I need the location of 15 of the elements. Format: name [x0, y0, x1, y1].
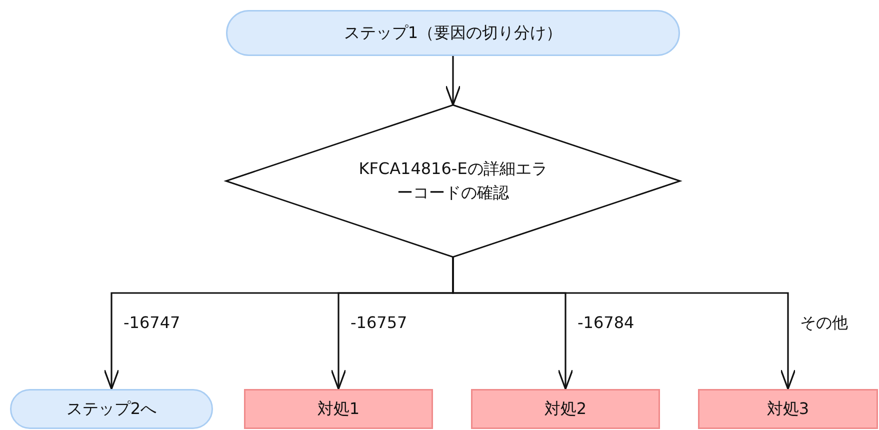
action-box [471, 389, 660, 429]
action-box [244, 389, 433, 429]
node-label: 対処2 [544, 398, 587, 420]
edge-label: その他 [800, 313, 848, 334]
terminal-box [226, 10, 680, 56]
arrow [452, 257, 796, 390]
node-label: 対処3 [766, 398, 810, 420]
decision-diamond [226, 105, 680, 257]
terminal-box [10, 389, 213, 429]
decision-text: KFCA14816-Eの詳細エラーコードの確認 [358, 158, 548, 204]
action-box [698, 389, 878, 429]
node-label: 対処1 [317, 398, 360, 420]
node-label: ステップ2へ [66, 398, 157, 420]
node-label: ステップ1（要因の切り分け） [344, 22, 562, 44]
arrow [445, 56, 461, 106]
